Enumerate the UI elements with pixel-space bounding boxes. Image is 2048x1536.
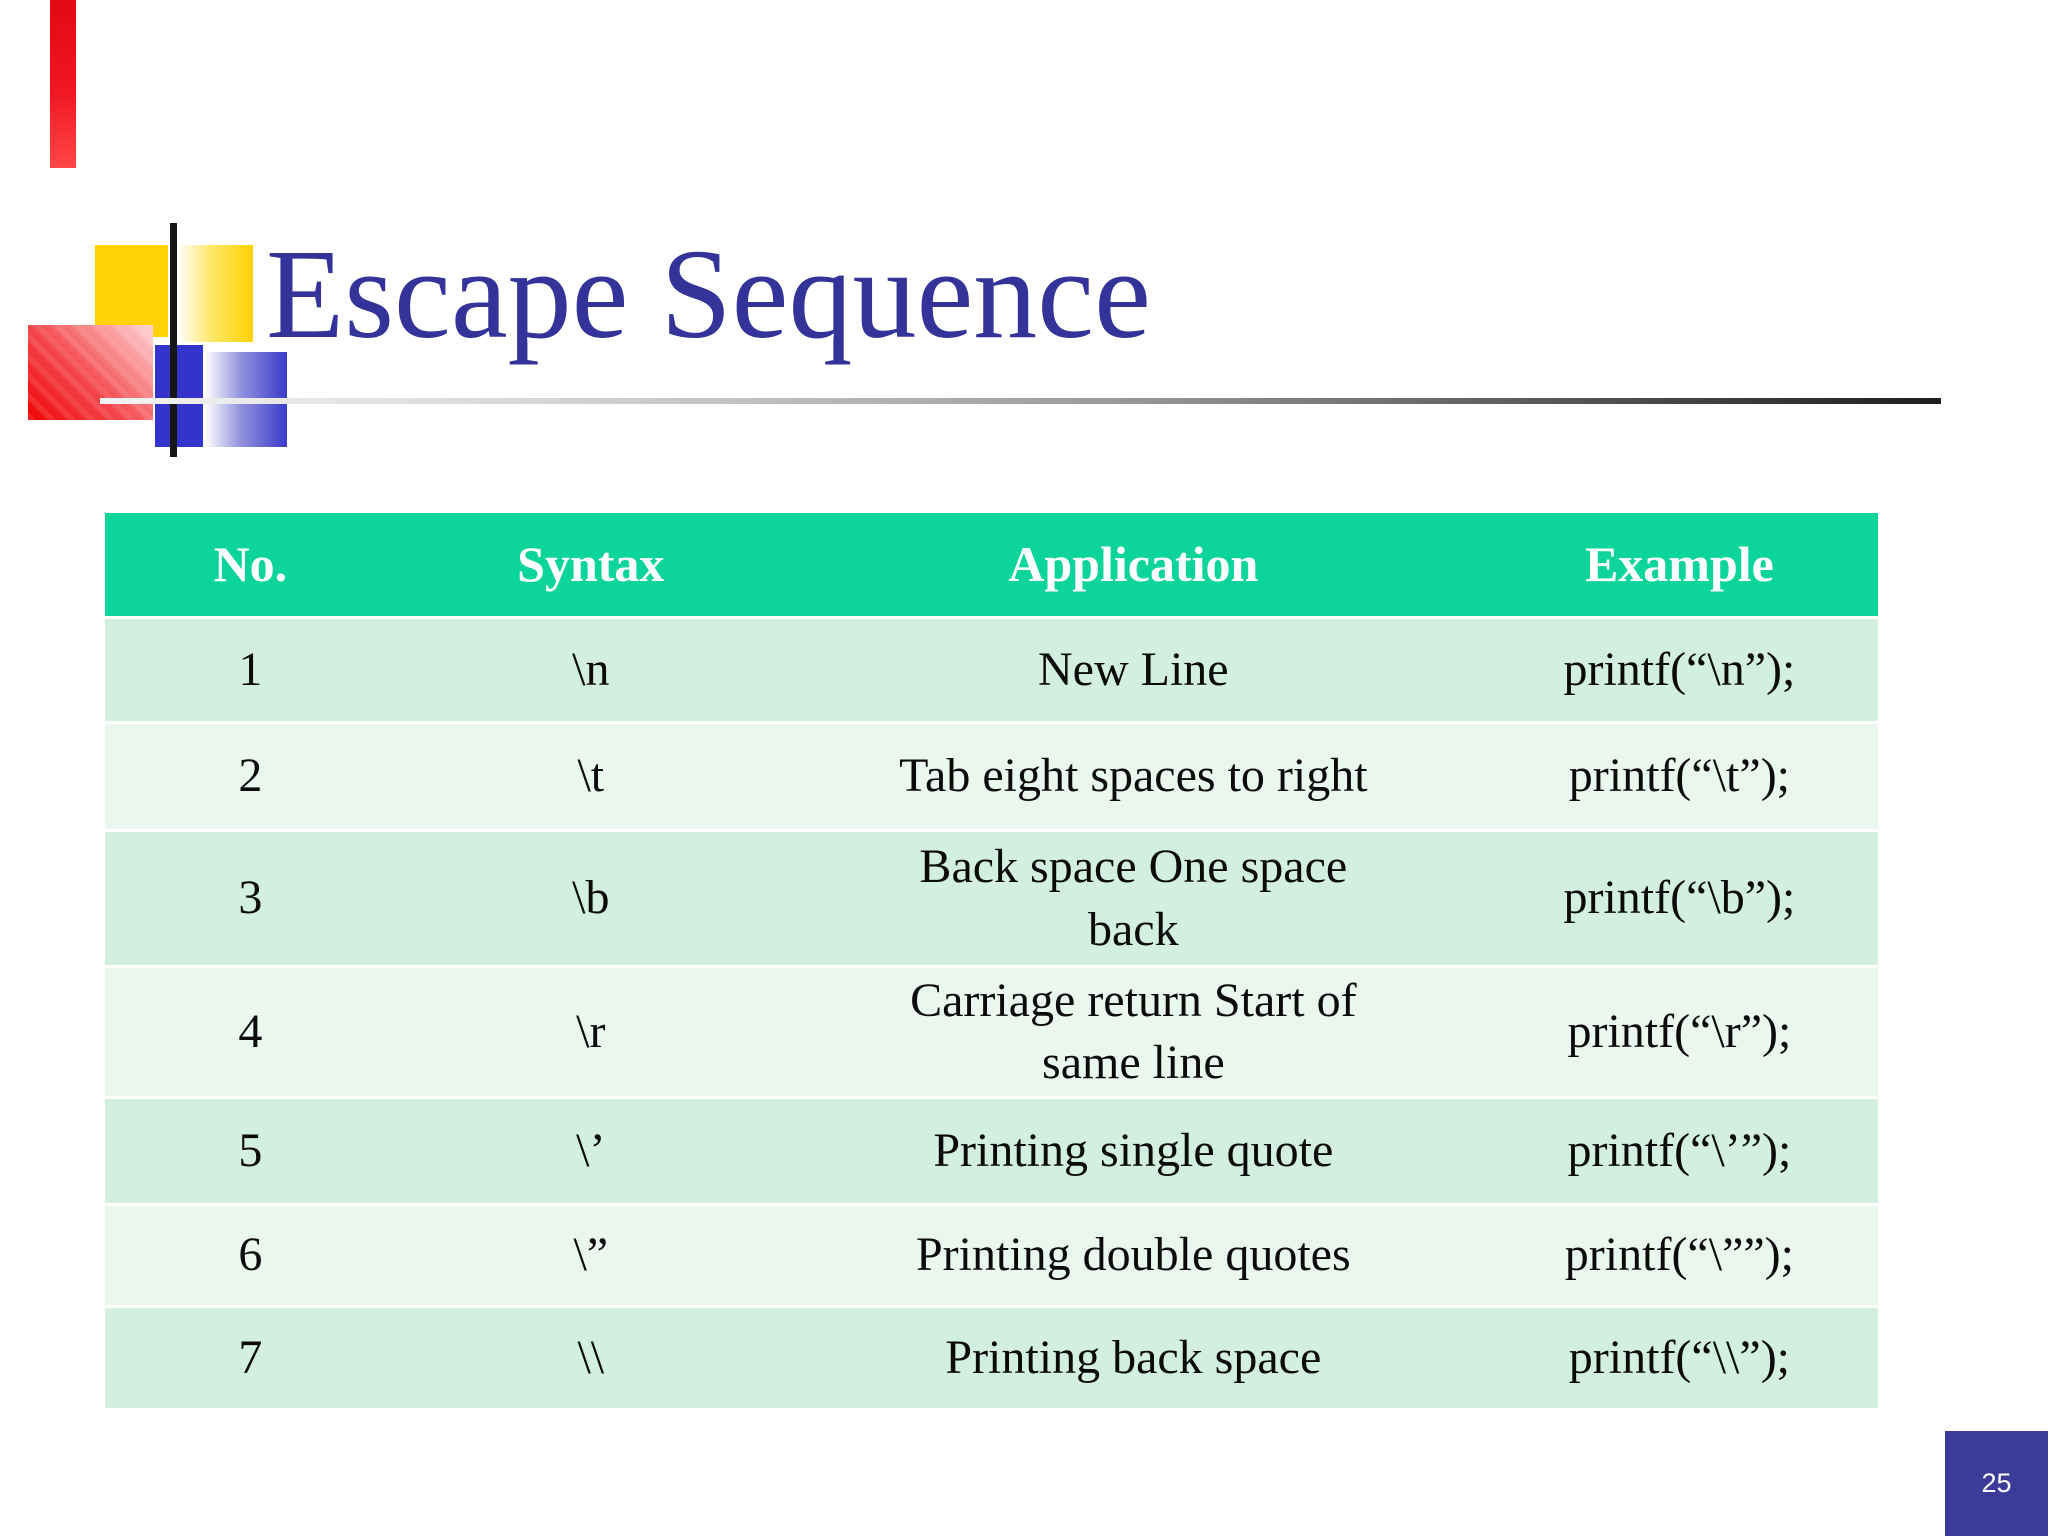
cell-no: 7 <box>105 1308 396 1408</box>
logo-blue-square <box>155 345 203 447</box>
column-header-no: No. <box>105 513 396 616</box>
cell-no: 4 <box>105 968 396 1096</box>
cell-application: Back space One space back <box>785 832 1481 965</box>
cell-example: printf(“\n”); <box>1480 619 1878 721</box>
red-accent-bar <box>50 0 76 168</box>
cell-application: New Line <box>785 619 1481 721</box>
cell-no: 1 <box>105 619 396 721</box>
cell-no: 5 <box>105 1099 396 1203</box>
cell-application: Printing back space <box>785 1308 1481 1408</box>
cell-syntax: \b <box>395 832 786 965</box>
escape-sequence-table: No. Syntax Application Example 1 \n New … <box>105 513 1878 1408</box>
logo-yellow-gradient-square <box>180 245 253 342</box>
logo-vertical-line <box>170 223 177 457</box>
cell-application: Printing double quotes <box>785 1206 1481 1305</box>
page-number: 25 <box>1981 1468 2012 1498</box>
cell-application: Carriage return Start of same line <box>785 968 1481 1096</box>
cell-no: 6 <box>105 1206 396 1305</box>
title-divider-rule <box>100 398 1941 404</box>
cell-example: printf(“\’”); <box>1480 1099 1878 1203</box>
cell-example: printf(“\””); <box>1480 1206 1878 1305</box>
cell-syntax: \t <box>395 724 786 829</box>
cell-example: printf(“\t”); <box>1480 724 1878 829</box>
slide-title: Escape Sequence <box>266 223 1151 365</box>
cell-application: Tab eight spaces to right <box>785 724 1481 829</box>
column-header-example: Example <box>1480 513 1878 616</box>
cell-example: printf(“\r”); <box>1480 968 1878 1096</box>
cell-no: 3 <box>105 832 396 965</box>
cell-application: Printing single quote <box>785 1099 1481 1203</box>
column-header-application: Application <box>785 513 1481 616</box>
logo-red-gradient-square <box>28 325 153 420</box>
cell-example: printf(“\\”); <box>1480 1308 1878 1408</box>
logo-yellow-square <box>95 245 168 337</box>
cell-syntax: \’ <box>395 1099 786 1203</box>
cell-example: printf(“\b”); <box>1480 832 1878 965</box>
cell-syntax: \r <box>395 968 786 1096</box>
column-header-syntax: Syntax <box>395 513 786 616</box>
cell-syntax: \” <box>395 1206 786 1305</box>
cell-syntax: \n <box>395 619 786 721</box>
cell-no: 2 <box>105 724 396 829</box>
cell-syntax: \\ <box>395 1308 786 1408</box>
page-number-box: 25 <box>1945 1431 2048 1536</box>
